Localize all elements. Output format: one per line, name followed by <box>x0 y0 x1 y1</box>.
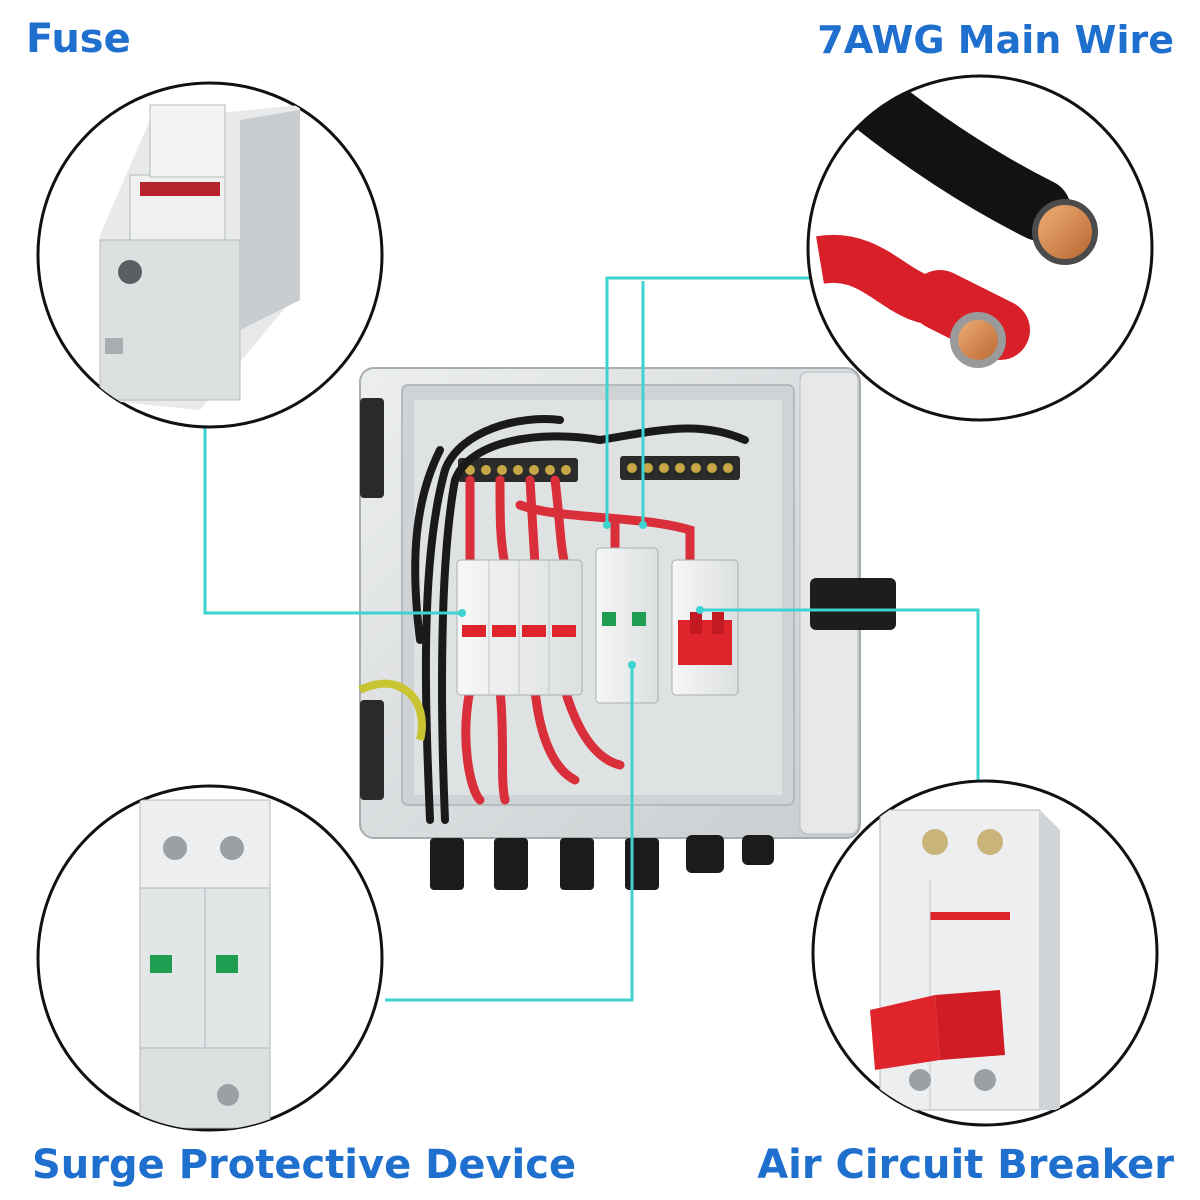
fuse-label: Fuse <box>26 16 131 62</box>
fuse-callout <box>36 81 384 429</box>
surge-protective-device-label: Surge Protective Device <box>32 1142 577 1188</box>
wire-callout <box>806 74 1154 422</box>
breaker-callout <box>811 779 1159 1127</box>
fuse-holders <box>456 559 583 696</box>
air-circuit-breaker-label: Air Circuit Breaker <box>757 1142 1174 1188</box>
fuse-holder-icon <box>99 104 300 410</box>
circuit-breaker-icon <box>870 809 1060 1111</box>
combiner-box <box>358 367 896 890</box>
callout-lines <box>203 276 980 1002</box>
surge-protector-icon <box>139 799 271 1129</box>
surge-module <box>595 547 659 704</box>
wire-end-icon <box>816 76 1098 368</box>
breaker-module <box>671 559 739 696</box>
main-wire-label: 7AWG Main Wire <box>817 18 1174 62</box>
surge-callout <box>36 784 384 1132</box>
